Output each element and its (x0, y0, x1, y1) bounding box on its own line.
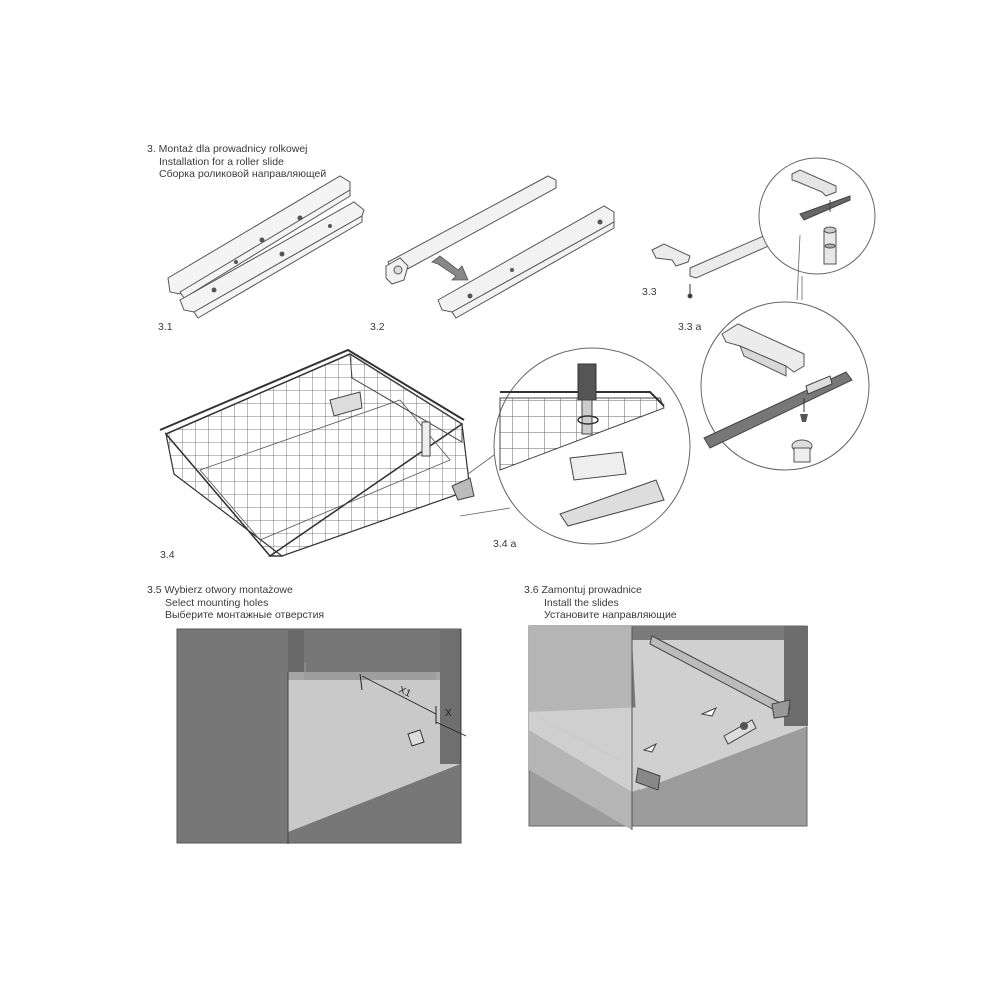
detail-circle-3-4a (493, 347, 691, 545)
step35-title-en: Select mounting holes (165, 596, 269, 609)
detail-circle-upper (758, 157, 876, 275)
arrow-icon (431, 255, 469, 281)
step3-heading-en: Installation for a roller slide (159, 155, 284, 168)
step36-title: 3.6 Zamontuj prowadnice Install the slid… (524, 584, 677, 622)
step-3-2-rails (385, 175, 615, 319)
label-3-2: 3.2 (370, 321, 385, 333)
label-3-3: 3.3 (642, 286, 657, 298)
step35-title-ru: Выберите монтажные отверстия (165, 609, 325, 621)
label-3-4: 3.4 (160, 549, 175, 561)
dim-x1-label: X1 (397, 685, 413, 700)
step-3-1-rails (167, 175, 365, 319)
label-3-3a: 3.3 a (678, 321, 702, 333)
cabinet-3-6 (528, 625, 808, 830)
label-3-1: 3.1 (158, 321, 173, 333)
step3-heading-pl: 3. Montaż dla prowadnicy rolkowej (147, 143, 308, 155)
step36-title-pl: 3.6 Zamontuj prowadnice (524, 584, 642, 596)
wire-basket (159, 348, 475, 558)
step3-heading-ru: Сборка роликовой направляющей (159, 168, 327, 180)
step35-title: 3.5 Wybierz otwory montażowe Select moun… (147, 584, 324, 622)
step3-heading: 3. Montaż dla prowadnicy rolkowej Instal… (147, 143, 326, 181)
cabinet-3-5 (176, 628, 467, 844)
detail-circle-3-3a (700, 301, 870, 471)
step35-title-pl: 3.5 Wybierz otwory montażowe (147, 584, 293, 596)
step36-title-en: Install the slides (544, 596, 619, 609)
step36-title-ru: Установите направляющие (544, 609, 677, 621)
label-3-4a: 3.4 a (493, 538, 517, 550)
dim-x-label: X (445, 708, 452, 719)
